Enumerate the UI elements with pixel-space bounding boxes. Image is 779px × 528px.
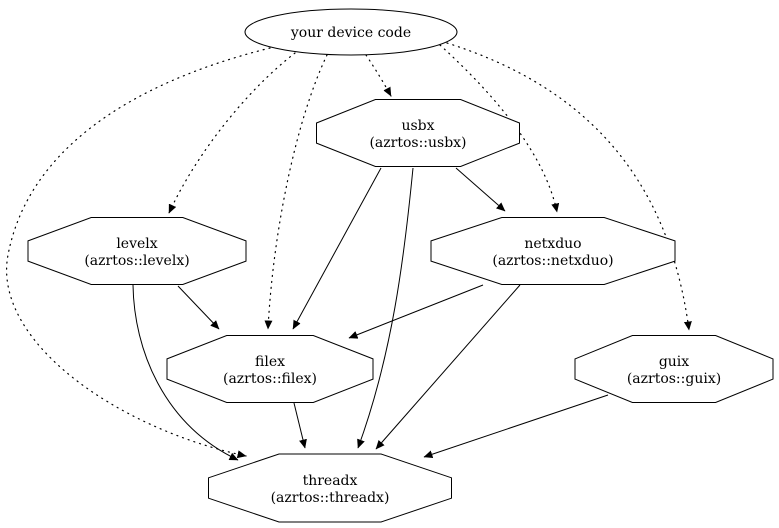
usbx-sublabel: (azrtos::usbx) [369,135,466,151]
node-device: your device code [244,8,458,56]
guix-octagon-shape [574,335,774,403]
guix-label: guix [659,354,689,370]
node-levelx: levelx(azrtos::levelx) [27,217,247,285]
threadx-sublabel: (azrtos::threadx) [271,490,390,506]
netxduo-label: netxduo [524,236,581,252]
device-ellipse-shape [244,8,458,56]
levelx-octagon-shape [27,217,247,285]
node-netxduo: netxduo(azrtos::netxduo) [430,217,676,285]
device-label: your device code [290,25,411,41]
edge-guix-threadx [423,394,609,459]
netxduo-octagon-shape [430,217,676,285]
threadx-label: threadx [303,473,358,489]
edge-levelx-threadx [132,284,239,461]
edge-device-threadx [6,47,271,459]
edge-device-guix [446,42,692,331]
node-filex: filex(azrtos::filex) [166,335,374,403]
filex-octagon-shape [166,335,374,403]
node-usbx: usbx(azrtos::usbx) [316,99,520,167]
edge-netxduo-filex [348,284,484,339]
threadx-octagon-shape [208,453,452,523]
edge-netxduo-threadx [375,284,521,450]
edge-device-filex [264,54,328,330]
edge-levelx-filex [177,285,220,330]
edge-usbx-threadx [357,167,414,449]
usbx-label: usbx [401,118,434,134]
levelx-sublabel: (azrtos::levelx) [84,253,189,269]
guix-sublabel: (azrtos::guix) [627,371,721,387]
node-guix: guix(azrtos::guix) [574,335,774,403]
node-threadx: threadx(azrtos::threadx) [208,453,452,523]
filex-label: filex [255,354,285,370]
edge-usbx-netxduo [455,167,506,212]
edge-device-usbx [365,54,392,97]
netxduo-sublabel: (azrtos::netxduo) [492,253,613,269]
edge-usbx-filex [292,167,382,330]
levelx-label: levelx [116,236,157,252]
filex-sublabel: (azrtos::filex) [223,371,317,387]
usbx-octagon-shape [316,99,520,167]
edge-filex-threadx [293,402,307,449]
edge-device-levelx [168,52,296,214]
